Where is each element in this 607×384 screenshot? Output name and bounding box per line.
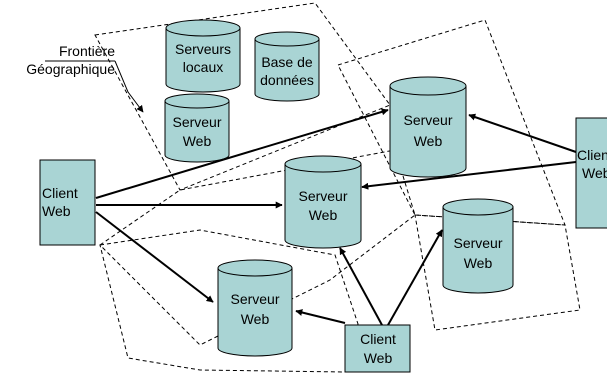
arrow-client-right-to-web-top-right bbox=[468, 113, 577, 153]
cylinder-body bbox=[164, 101, 230, 163]
client-bottom-box bbox=[344, 324, 411, 373]
arrow-client-left-to-web-top-right bbox=[95, 108, 389, 199]
web2-label-1: Serveur bbox=[403, 112, 452, 128]
cylinder-top bbox=[254, 31, 320, 47]
web1-label-1: Serveur bbox=[172, 114, 221, 130]
web4-label-2: Web bbox=[464, 255, 493, 271]
client-bottom-label-2: Web bbox=[364, 350, 393, 366]
cylinder-top bbox=[389, 76, 467, 96]
cylinder-top bbox=[284, 155, 362, 173]
cylinder-body bbox=[442, 207, 514, 294]
arrow-client-left-to-web-bottom-left bbox=[95, 211, 214, 303]
client-left-label-2: Web bbox=[42, 203, 71, 219]
client-right-box bbox=[575, 117, 607, 229]
cylinder-body bbox=[284, 164, 362, 249]
arrow-client-bottom-to-web-bottom-left bbox=[295, 309, 346, 324]
web4-label-1: Serveur bbox=[453, 235, 502, 251]
region-top-left bbox=[94, 2, 391, 191]
frontier-annotation: Frontière Géographique bbox=[26, 43, 144, 113]
cylinder-body bbox=[217, 268, 293, 357]
web-server-cylinder-top-right bbox=[389, 76, 467, 178]
server-local-label-1: Serveurs bbox=[175, 41, 231, 57]
client-bottom-label-1: Client bbox=[360, 331, 396, 347]
database-cylinder bbox=[254, 31, 320, 102]
cylinder-top bbox=[442, 198, 514, 216]
web1-label-2: Web bbox=[183, 133, 212, 149]
frontier-label-line1: Frontière bbox=[59, 43, 115, 59]
arrow-client-bottom-to-web-right bbox=[387, 229, 443, 326]
web-server-cylinder-bottom-left bbox=[217, 259, 293, 357]
server-local-cylinder bbox=[165, 19, 241, 93]
cylinder-body bbox=[165, 28, 241, 93]
cylinder-body bbox=[389, 86, 467, 178]
arrow-client-bottom-to-web-center bbox=[339, 247, 383, 326]
client-left-label-1: Client bbox=[42, 185, 78, 201]
cylinder-top bbox=[217, 259, 293, 277]
frontier-label-line2: Géographique bbox=[26, 61, 115, 77]
region-bottom-right bbox=[414, 214, 581, 331]
cylinder-body bbox=[254, 39, 320, 102]
db-label-1: Base de bbox=[261, 54, 313, 70]
client-right-label-2: Web bbox=[582, 165, 607, 181]
cylinder-top bbox=[165, 19, 241, 37]
web-server-cylinder-region1 bbox=[164, 93, 230, 163]
client-right-label-1: Client bbox=[577, 147, 607, 163]
web-server-cylinder-right bbox=[442, 198, 514, 294]
web3-label-1: Serveur bbox=[298, 188, 347, 204]
cylinder-top bbox=[164, 93, 230, 109]
server-local-label-2: locaux bbox=[183, 59, 223, 75]
web-server-cylinder-center bbox=[284, 155, 362, 249]
web3-label-2: Web bbox=[309, 207, 338, 223]
web5-label-2: Web bbox=[241, 311, 270, 327]
db-label-2: données bbox=[260, 72, 314, 88]
web5-label-1: Serveur bbox=[230, 291, 279, 307]
web2-label-2: Web bbox=[414, 133, 443, 149]
arrow-client-right-to-web-center bbox=[361, 161, 577, 190]
client-left-box bbox=[39, 159, 96, 246]
